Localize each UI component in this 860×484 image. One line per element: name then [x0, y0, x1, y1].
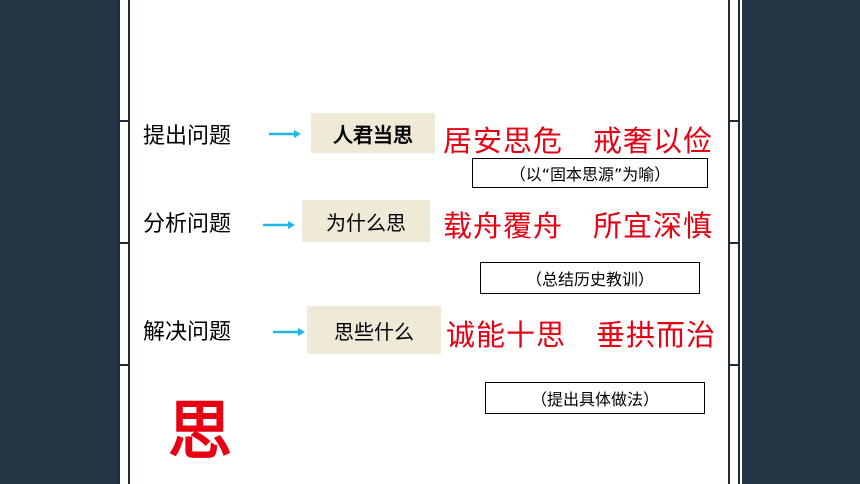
- key-phrase-2: 载舟覆舟 所宜深慎: [443, 209, 714, 243]
- key-phrase-3: 诚能十思 垂拱而治: [446, 318, 717, 352]
- arrow-right-icon: [263, 221, 295, 229]
- rail-notch: [728, 120, 740, 122]
- rail-notch: [118, 364, 130, 366]
- row-label-raise-question: 提出问题: [143, 124, 232, 149]
- big-think-character: 思: [168, 395, 232, 469]
- row-label-analyze-question: 分析问题: [143, 212, 232, 237]
- arrow-right-icon: [269, 130, 301, 138]
- note-box-3: （提出具体做法）: [485, 382, 705, 414]
- topic-box-what-think: 思些什么: [307, 306, 441, 354]
- rail-notch: [118, 120, 130, 122]
- rail-notch: [728, 242, 740, 244]
- rail-notch: [118, 242, 130, 244]
- row-label-solve-question: 解决问题: [143, 320, 232, 345]
- note-box-2: （总结历史教训）: [480, 262, 700, 294]
- topic-box-why-think: 为什么思: [302, 200, 430, 242]
- left-border-rail: [118, 0, 130, 484]
- topic-box-ruler-think: 人君当思: [311, 113, 435, 153]
- right-border-rail: [728, 0, 740, 484]
- rail-notch: [728, 364, 740, 366]
- note-box-1: （以“固本思源”为喻）: [472, 158, 708, 188]
- arrow-right-icon: [273, 328, 305, 336]
- key-phrase-1: 居安思危 戒奢以俭: [443, 124, 714, 158]
